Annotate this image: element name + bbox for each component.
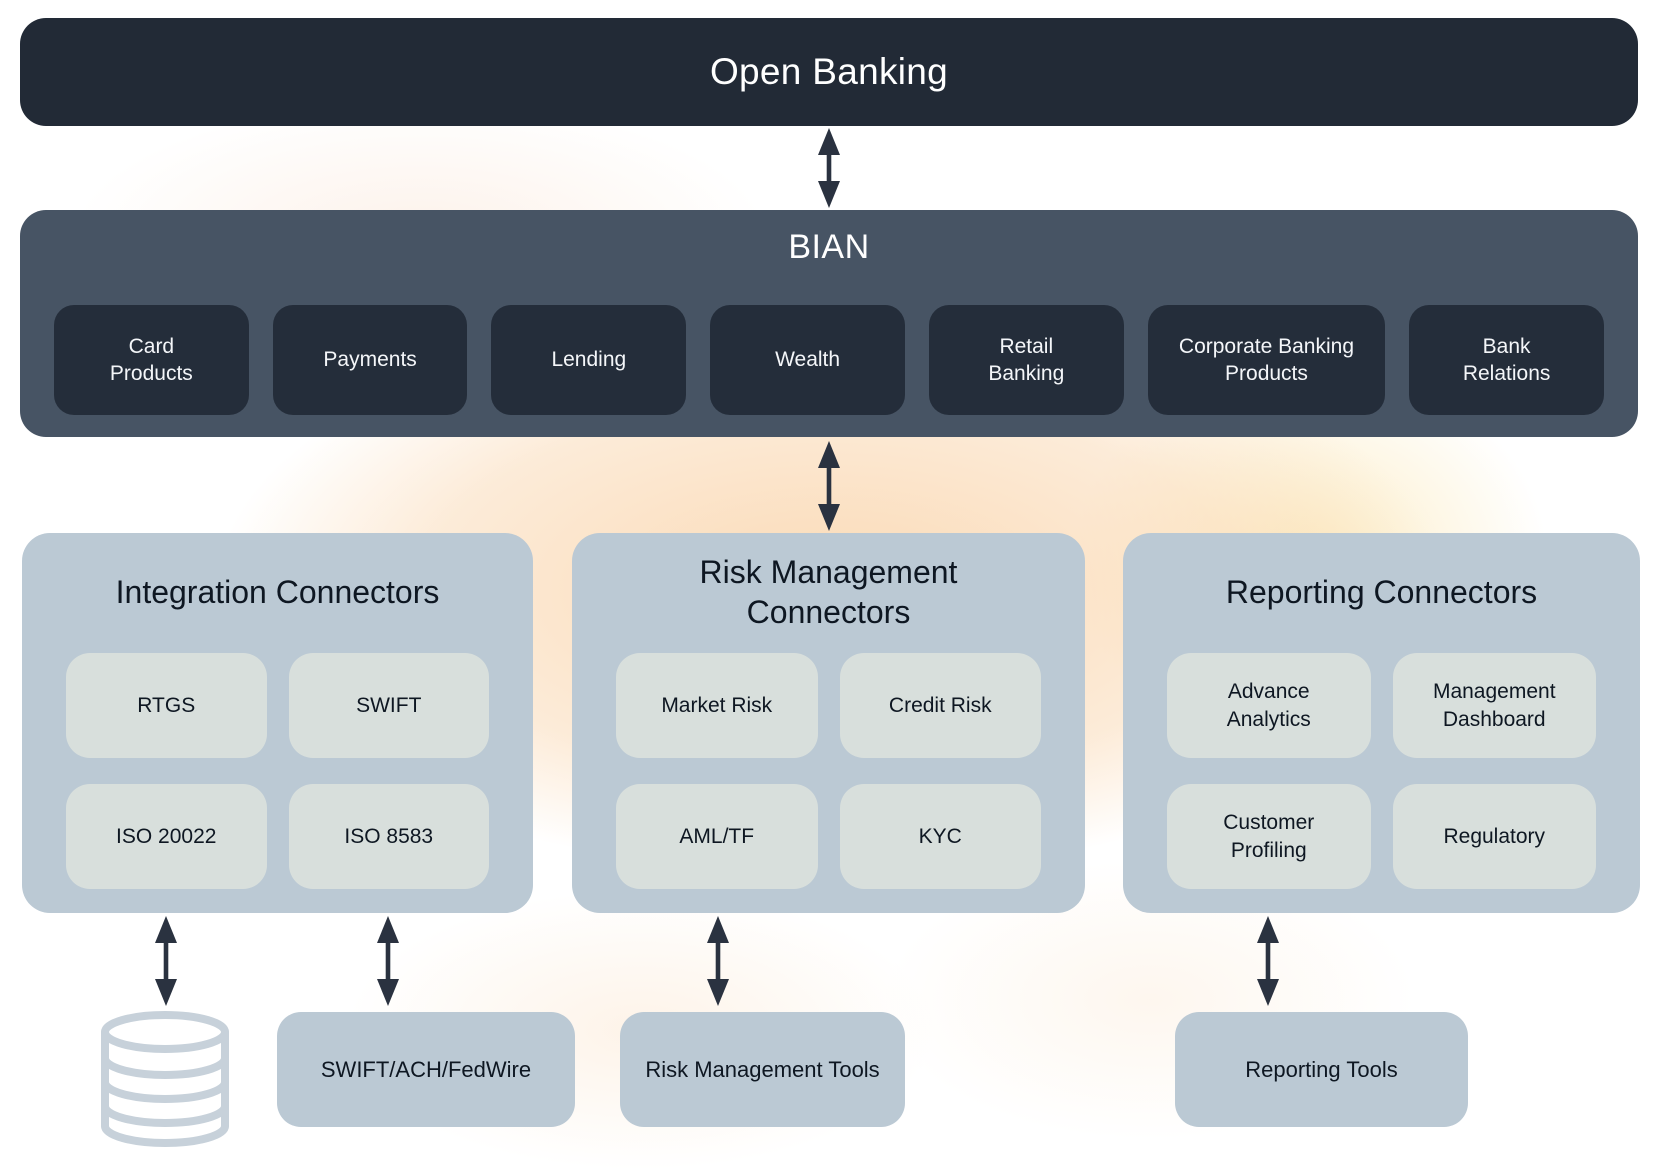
bian-chip-lending: Lending: [491, 305, 687, 415]
chip-kyc: KYC: [839, 784, 1041, 889]
risk-management-tools-label: Risk Management Tools: [645, 1056, 880, 1082]
double-arrow-icon: [813, 128, 845, 213]
risk-management-connectors-title: Risk Management Connectors: [699, 554, 958, 630]
chip-regulatory: Regulatory: [1392, 784, 1596, 889]
double-arrow-icon: [1252, 916, 1284, 1011]
reporting-tools-box: Reporting Tools: [1175, 1012, 1468, 1127]
double-arrow-icon: [702, 916, 734, 1011]
bian-title: BIAN: [788, 228, 870, 266]
reporting-connectors-box: Reporting Connectors Advance Analytics M…: [1123, 533, 1640, 913]
swift-ach-fedwire-label: SWIFT/ACH/FedWire: [320, 1056, 532, 1082]
chip-iso-8583: ISO 8583: [288, 784, 489, 889]
risk-management-tools-box: Risk Management Tools: [620, 1012, 905, 1127]
bian-chip-card-products: Card Products: [54, 305, 249, 415]
chip-market-risk: Market Risk: [616, 653, 818, 758]
swift-ach-fedwire-box: SWIFT/ACH/FedWire: [277, 1012, 575, 1127]
double-arrow-icon: [150, 916, 182, 1011]
chip-credit-risk: Credit Risk: [839, 653, 1041, 758]
bian-chip-wealth: Wealth: [710, 305, 905, 415]
chip-rtgs: RTGS: [66, 653, 267, 758]
chip-swift: SWIFT: [288, 653, 489, 758]
bian-chip-row: Card Products Payments Lending Wealth Re…: [54, 305, 1604, 415]
reporting-connectors-grid: Advance Analytics Management Dashboard C…: [1167, 653, 1596, 889]
integration-connectors-title: Integration Connectors: [115, 574, 440, 610]
chip-iso-20022: ISO 20022: [66, 784, 267, 889]
open-banking-bar: Open Banking: [20, 18, 1638, 126]
chip-management-dashboard: Management Dashboard: [1392, 653, 1596, 758]
risk-management-connectors-box: Risk Management Connectors Market Risk C…: [572, 533, 1085, 913]
chip-customer-profiling: Customer Profiling: [1167, 784, 1371, 889]
double-arrow-icon: [813, 441, 845, 536]
open-banking-label: Open Banking: [709, 51, 949, 92]
integration-connectors-box: Integration Connectors RTGS SWIFT ISO 20…: [22, 533, 533, 913]
chip-advance-analytics: Advance Analytics: [1167, 653, 1371, 758]
bian-chip-retail-banking: Retail Banking: [928, 305, 1124, 415]
reporting-tools-label: Reporting Tools: [1245, 1056, 1398, 1082]
integration-connectors-grid: RTGS SWIFT ISO 20022 ISO 8583: [66, 653, 489, 889]
bian-chip-corporate-banking-products: Corporate Banking Products: [1147, 305, 1386, 415]
bian-bar: BIAN Card Products Payments Lending Weal…: [20, 210, 1638, 437]
chip-aml-tf: AML/TF: [616, 784, 818, 889]
database-cylinder-icon: [95, 1008, 235, 1155]
bian-chip-bank-relations: Bank Relations: [1409, 305, 1604, 415]
reporting-connectors-title: Reporting Connectors: [1225, 574, 1538, 610]
double-arrow-icon: [372, 916, 404, 1011]
risk-management-connectors-grid: Market Risk Credit Risk AML/TF KYC: [616, 653, 1041, 889]
bian-chip-payments: Payments: [272, 305, 468, 415]
